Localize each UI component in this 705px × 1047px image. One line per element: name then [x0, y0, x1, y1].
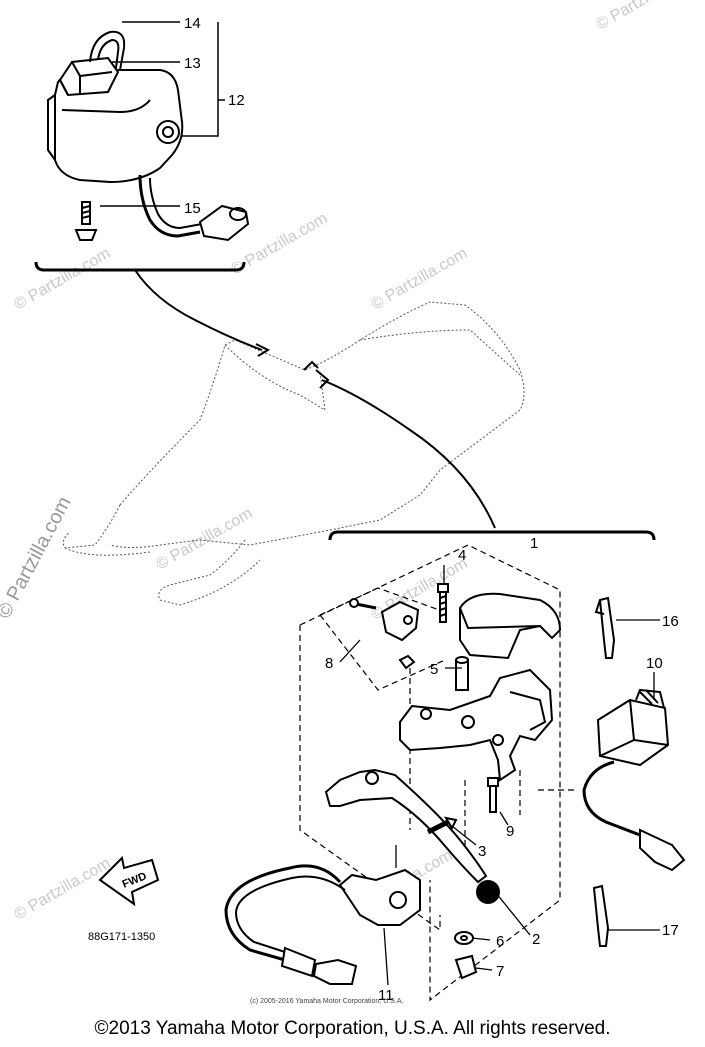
- diagram-part-number: 88G171-1350: [88, 931, 155, 943]
- callout-6: 6: [496, 933, 504, 950]
- callout-17: 17: [662, 922, 679, 939]
- hood-outline: [109, 301, 525, 548]
- inset-leaders: [100, 21, 225, 207]
- inset-bracket: [34, 261, 246, 272]
- cable-routing: [134, 269, 496, 529]
- main-leaders: [339, 565, 660, 986]
- switch-band: [89, 30, 126, 71]
- callout-8: 8: [325, 655, 333, 672]
- brake-lever: [324, 768, 488, 884]
- callout-7: 7: [496, 963, 504, 980]
- part-8-block: [380, 600, 420, 642]
- main-assembly: [224, 583, 686, 985]
- callout-9: 9: [506, 823, 514, 840]
- switch-11-cable: [224, 864, 342, 962]
- switch-knob: [156, 120, 180, 144]
- callout-14: 14: [184, 15, 201, 32]
- cable-tie-17: [592, 884, 610, 947]
- cable-tie-16: [598, 596, 616, 659]
- fwd-arrow: FWD: [98, 855, 160, 907]
- spacer-5: [455, 659, 469, 691]
- watermark-8: © Partzilla.com: [154, 505, 256, 574]
- watermark-4: © Partzilla.com: [12, 855, 114, 924]
- switch-11-connector: [312, 958, 358, 985]
- nut-7: [454, 954, 478, 980]
- main-callouts: 1 2 3 4 5 6 7 8 9 10 11 16 17: [325, 535, 679, 1004]
- module-cable: [582, 760, 641, 837]
- switch-cable: [138, 174, 201, 238]
- watermark-2: © Partzilla.com: [369, 245, 471, 314]
- bolt-4: [439, 591, 447, 623]
- callout-13: 13: [184, 55, 201, 72]
- callout-2: 2: [532, 931, 540, 948]
- bolt-4-head: [437, 583, 449, 593]
- washer-6: [454, 931, 474, 945]
- screw-9: [489, 785, 497, 813]
- subassembly-8-box: [319, 587, 446, 691]
- switch-connector: [198, 204, 250, 242]
- main-bracket: [328, 530, 656, 541]
- callout-12: 12: [228, 92, 245, 109]
- small-copyright: (c) 2005-2016 Yamaha Motor Corporation, …: [250, 998, 403, 1005]
- snowmobile-outline: [62, 301, 525, 606]
- watermark-1: © Partzilla.com: [12, 245, 114, 314]
- housing-side: [47, 93, 56, 164]
- copyright-footer: ©2013 Yamaha Motor Corporation, U.S.A. A…: [94, 1018, 611, 1039]
- callout-3: 3: [478, 843, 486, 860]
- ski-outline: [158, 539, 261, 606]
- inset-thumb-switch: [34, 21, 250, 272]
- callout-1: 1: [530, 535, 538, 552]
- callout-4: 4: [458, 547, 466, 564]
- lever-ball: [476, 880, 500, 904]
- callout-10: 10: [646, 655, 663, 672]
- mounting-bracket: [399, 668, 554, 782]
- fwd-arrow-icon: [98, 855, 160, 907]
- watermark-3: © Partzilla.com: [0, 493, 76, 622]
- callout-11: 11: [378, 987, 394, 1004]
- module-connector: [639, 828, 686, 872]
- screw-3: [426, 819, 450, 835]
- callout-15: 15: [184, 200, 201, 217]
- callout-16: 16: [662, 613, 679, 630]
- callout-5: 5: [430, 661, 438, 678]
- watermark-9: © Partzilla.com: [594, 0, 696, 33]
- switch-cap: [58, 56, 120, 97]
- brake-switch: [338, 868, 421, 926]
- inset-callouts: 14 13 12 15: [184, 15, 245, 217]
